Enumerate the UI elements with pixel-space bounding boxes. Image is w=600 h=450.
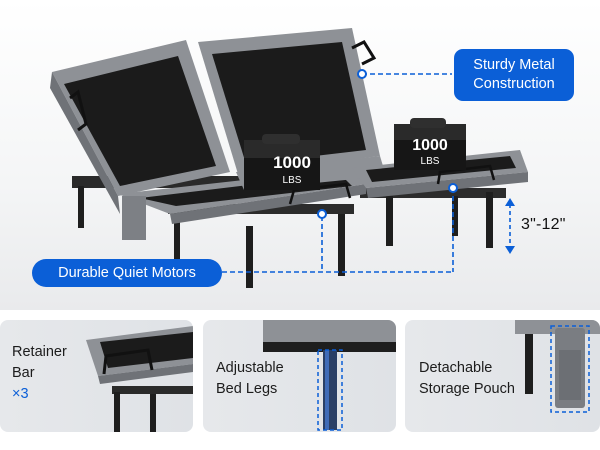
adjustable-bed-illustration: 1000 LBS 1000 LBS	[50, 28, 528, 288]
retainer-line2: Bar	[12, 365, 35, 381]
storage-pouch-line2: Storage Pouch	[419, 381, 515, 397]
metal-callout-line2: Construction	[473, 76, 555, 92]
leader-lines	[222, 73, 454, 273]
hero-image: 1000 LBS 1000 LBS Sturdy Metal Construct…	[0, 0, 600, 310]
motor-marker-dot-left	[317, 209, 327, 219]
quiet-motors-callout: Durable Quiet Motors	[32, 259, 222, 287]
retainer-line1: Retainer	[12, 344, 67, 360]
bed-legs-label: Adjustable Bed Legs	[216, 358, 284, 400]
metal-marker-dot	[357, 69, 367, 79]
weight-block-right	[394, 118, 466, 170]
height-arrow-icon	[505, 198, 515, 254]
weight-left-value: 1000	[273, 153, 311, 172]
weight-left-unit: LBS	[283, 175, 302, 186]
retainer-bar-label: Retainer Bar ×3	[12, 342, 67, 405]
feature-panel-storage-pouch: Detachable Storage Pouch	[405, 320, 600, 432]
storage-pouch-image	[515, 320, 600, 413]
right-bed-base	[360, 188, 506, 248]
sturdy-metal-callout: Sturdy Metal Construction	[454, 49, 574, 101]
right-head-section	[198, 28, 380, 174]
bed-leg-image	[263, 320, 396, 431]
weight-right-value: 1000	[412, 137, 448, 154]
weight-right-unit: LBS	[421, 156, 440, 167]
storage-pouch-label: Detachable Storage Pouch	[419, 358, 515, 400]
retainer-bar-image	[86, 326, 193, 432]
storage-pouch-line1: Detachable	[419, 360, 493, 376]
retainer-count: ×3	[12, 386, 29, 402]
feature-panel-retainer-bar: Retainer Bar ×3	[0, 320, 193, 432]
feature-panel-bed-legs: Adjustable Bed Legs	[203, 320, 396, 432]
weight-block-left	[244, 134, 320, 190]
bed-legs-line2: Bed Legs	[216, 381, 278, 397]
height-range-label: 3"-12"	[521, 216, 566, 233]
left-head-section	[50, 40, 230, 214]
bed-legs-line1: Adjustable	[216, 360, 284, 376]
motor-marker-dot-right	[448, 183, 458, 193]
metal-callout-line1: Sturdy Metal	[473, 57, 555, 73]
